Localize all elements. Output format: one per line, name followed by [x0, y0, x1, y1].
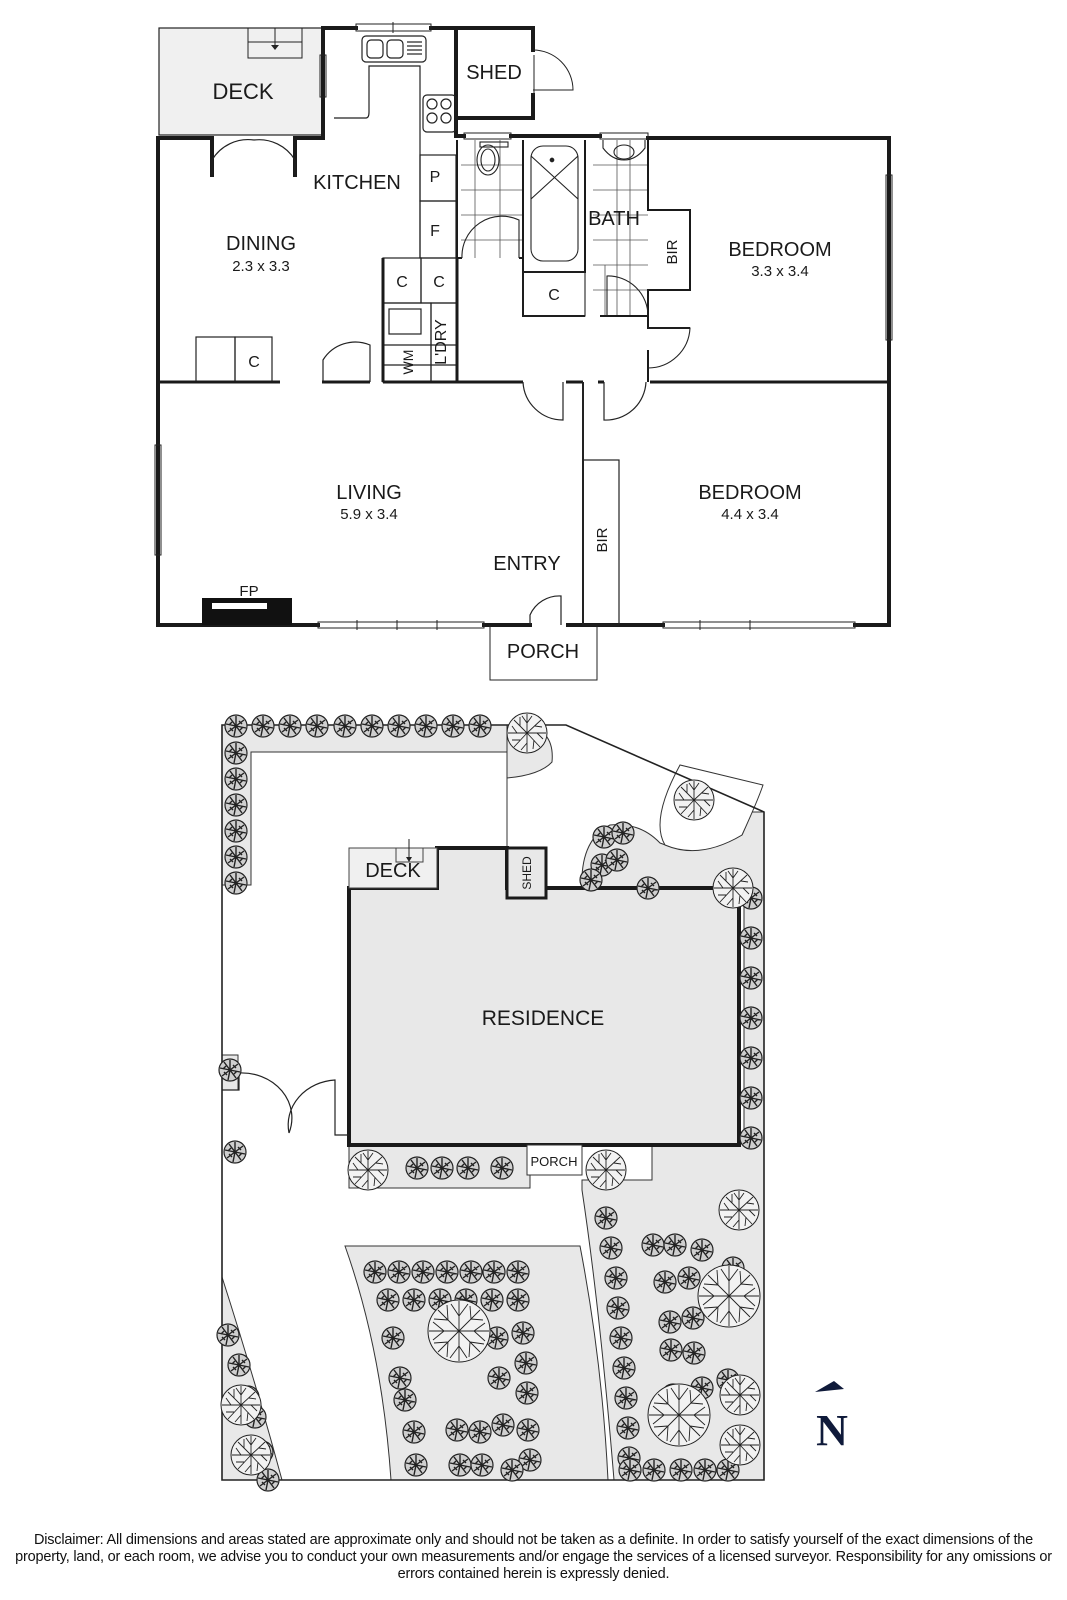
- label-living: LIVING: [336, 482, 402, 504]
- label-bir-2: BIR: [594, 527, 611, 552]
- site-deck: [348, 847, 438, 889]
- label-entry: ENTRY: [493, 553, 560, 575]
- label-kitchen: KITCHEN: [313, 172, 401, 194]
- dims-bedroom-2: 4.4 x 3.4: [721, 506, 779, 523]
- label-bedroom-1: BEDROOM: [728, 239, 831, 261]
- site-label-residence: RESIDENCE: [482, 1007, 605, 1030]
- label-bedroom-2: BEDROOM: [698, 482, 801, 504]
- dims-bedroom-1: 3.3 x 3.4: [751, 263, 809, 280]
- label-bath-cupboard: C: [548, 287, 560, 304]
- label-pantry: P: [430, 169, 441, 186]
- label-dining-cupboard: C: [248, 354, 260, 371]
- north-arrow-icon: [815, 1381, 844, 1392]
- site-plan: DECK SHED RESIDENCE PORCH N: [216, 712, 848, 1492]
- label-bir-1: BIR: [664, 239, 681, 264]
- label-wm: WM: [400, 350, 416, 375]
- site-porch: [526, 1144, 583, 1176]
- label-fireplace: FP: [239, 583, 258, 600]
- label-laundry: L'DRY: [433, 319, 450, 365]
- site-label-deck: DECK: [365, 860, 421, 882]
- fireplace: [202, 598, 292, 625]
- dims-living: 5.9 x 3.4: [340, 506, 398, 523]
- label-fridge: F: [430, 223, 440, 240]
- label-dining: DINING: [226, 233, 296, 255]
- label-shed: SHED: [466, 62, 522, 84]
- dims-dining: 2.3 x 3.3: [232, 258, 290, 275]
- deck-area: [158, 27, 324, 136]
- north-label: N: [816, 1406, 848, 1455]
- north-arrow: N: [815, 1381, 848, 1455]
- label-cupboard-2: C: [433, 274, 445, 291]
- label-deck: DECK: [212, 79, 273, 104]
- label-bath: BATH: [588, 208, 640, 230]
- label-cupboard-1: C: [396, 274, 408, 291]
- site-label-shed: SHED: [520, 856, 534, 890]
- label-porch: PORCH: [507, 641, 579, 663]
- site-label-porch: PORCH: [531, 1154, 578, 1169]
- floor-plan: DECK SHED KITCHEN P F DINING 2.3 x 3.3 B…: [154, 22, 893, 681]
- disclaimer: Disclaimer: All dimensions and areas sta…: [15, 1532, 1052, 1582]
- site-shed: [505, 846, 548, 900]
